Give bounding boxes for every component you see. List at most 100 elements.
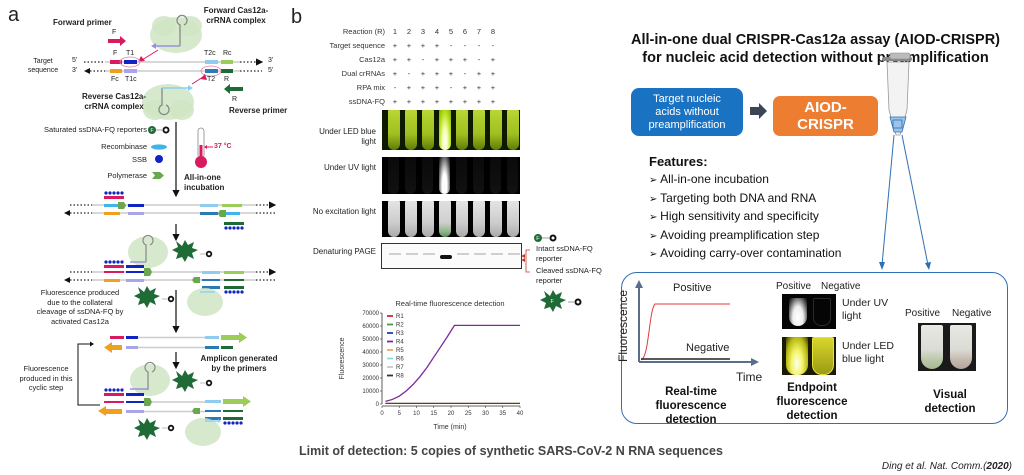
legend-label: R8: [396, 374, 404, 380]
ssb-icon: [155, 155, 163, 163]
reaction-row-label: Cas12a: [359, 55, 385, 64]
reaction-cell: +: [434, 55, 440, 64]
plain-tube: [490, 201, 502, 237]
endpoint-led-photo: [782, 337, 836, 375]
segment-label-r: R: [224, 76, 230, 83]
y-tick-label: 50000: [362, 337, 379, 343]
collateral-cleavage-note: Fluorescence produced due to the collate…: [36, 288, 124, 326]
reaction-cell: -: [449, 83, 453, 92]
reaction-cell: -: [477, 55, 481, 64]
realtime-caption: Real-time fluorescence detection: [655, 386, 727, 426]
legend-label: R3: [396, 331, 404, 337]
cleavage-step: [64, 234, 277, 316]
gel-band: [508, 253, 520, 255]
x-axis-label: Time (min): [433, 424, 466, 431]
fluorophore-burst-icon: [134, 286, 175, 308]
feature-text: Targeting both DNA and RNA: [660, 190, 817, 205]
feature-item: ➢ High sensitivity and specificity: [649, 209, 819, 223]
amplicon-note: Amplicon generated by the primers: [200, 354, 278, 373]
citation: Ding et al. Nat. Comm.(2020): [882, 461, 1012, 472]
gel-band: [389, 253, 401, 255]
y-tick-label: 30000: [362, 363, 379, 369]
cyclic-step-strands: [98, 361, 251, 446]
forward-primer-letter: F: [112, 29, 117, 36]
page-annotation-svg: F F: [521, 234, 582, 312]
feature-item: ➢ Avoiding preamplification step: [649, 228, 819, 242]
citation-prefix: Ding et al. Nat. Comm.(: [881, 461, 987, 472]
reaction-cell: +: [434, 83, 440, 92]
panel-b-letter: b: [291, 6, 303, 28]
uv-tube: [405, 157, 416, 194]
x-tick-label: 40: [517, 411, 524, 417]
amplicon-strands: [104, 332, 247, 353]
segment-label-t1c: T1c: [125, 76, 137, 83]
reaction-cell: +: [476, 83, 482, 92]
reaction-cell: 6: [462, 27, 468, 36]
uv-light-label: Under UV light: [323, 163, 376, 172]
target-sequence-label: Target sequence: [27, 58, 59, 74]
uv-tube: [473, 157, 484, 194]
schematic-negative-label: Negative: [686, 342, 730, 354]
svg-text:F: F: [551, 299, 555, 305]
plain-tube: [439, 201, 451, 237]
led-tube: [439, 110, 451, 150]
segment-label-f: F: [113, 50, 118, 57]
reaction-tube-icon: [882, 52, 912, 136]
uv-light-photo: [382, 157, 520, 194]
reaction-row-label: RPA mix: [356, 83, 385, 92]
legend-ssb: SSB: [131, 155, 147, 164]
reaction-cell: +: [490, 97, 496, 106]
reaction-cell: -: [449, 41, 453, 50]
intact-reporter-label: Intact ssDNA-FQ reporter: [536, 244, 593, 263]
reaction-cell: +: [420, 83, 426, 92]
cyclic-step-note: Fluorescence produced in this cyclic ste…: [19, 364, 73, 392]
forward-primer-label: Forward primer: [53, 18, 112, 27]
citation-suffix: ): [1008, 461, 1012, 472]
assay-box: AIOD-CRISPR: [773, 96, 878, 136]
schematic-y-label: Fluorescence: [616, 289, 630, 362]
reaction-cell: -: [463, 69, 467, 78]
plain-tube: [507, 201, 519, 237]
segment-label-t1: T1: [126, 50, 135, 57]
legend-label: R1: [396, 314, 404, 320]
fluorophore-burst-icon: [172, 370, 213, 392]
input-box: Target nucleic acids without preamplific…: [631, 88, 743, 136]
reaction-cell: +: [490, 55, 496, 64]
reaction-cell: 8: [490, 27, 496, 36]
y-axis-label: Fluorescence: [339, 337, 346, 379]
reaction-cell: +: [406, 97, 412, 106]
bullet-arrow-icon: ➢: [649, 230, 661, 242]
gel-band: [457, 253, 469, 255]
reaction-row-label: Target sequence: [329, 41, 385, 50]
segment-label-fc: Fc: [111, 76, 119, 83]
reaction-cell: 5: [448, 27, 454, 36]
bullet-arrow-icon: ➢: [649, 249, 661, 260]
reaction-row-label: ssDNA-FQ: [348, 97, 385, 106]
incubation-strands: [64, 191, 277, 230]
gel-band: [406, 253, 418, 255]
led-tube: [473, 110, 485, 150]
reaction-cell: +: [448, 69, 454, 78]
svg-text:F: F: [151, 128, 154, 134]
reaction-cell: +: [434, 69, 440, 78]
y-tick-label: 40000: [362, 350, 379, 356]
temperature-label: 37 °C: [214, 143, 232, 150]
plain-tube: [405, 201, 417, 237]
reaction-cell: -: [421, 55, 425, 64]
legend-label: R7: [396, 365, 404, 371]
reaction-cell: +: [420, 69, 426, 78]
reaction-cell: +: [406, 83, 412, 92]
limit-of-detection: Limit of detection: 5 copies of syntheti…: [299, 444, 723, 458]
bullet-arrow-icon: ➢: [649, 212, 661, 223]
citation-year: 2020: [986, 461, 1009, 472]
page-label: Denaturing PAGE: [313, 247, 376, 256]
uv-tube: [422, 157, 433, 194]
led-tube: [388, 110, 400, 150]
gel-band: [440, 255, 452, 259]
reaction-cell: +: [448, 55, 454, 64]
reaction-cell: +: [462, 55, 468, 64]
legend-label: R6: [396, 357, 404, 363]
fluorophore-burst-icon: [172, 240, 213, 262]
cleaved-reporter-label: Cleaved ssDNA-FQ reporter: [536, 266, 602, 285]
